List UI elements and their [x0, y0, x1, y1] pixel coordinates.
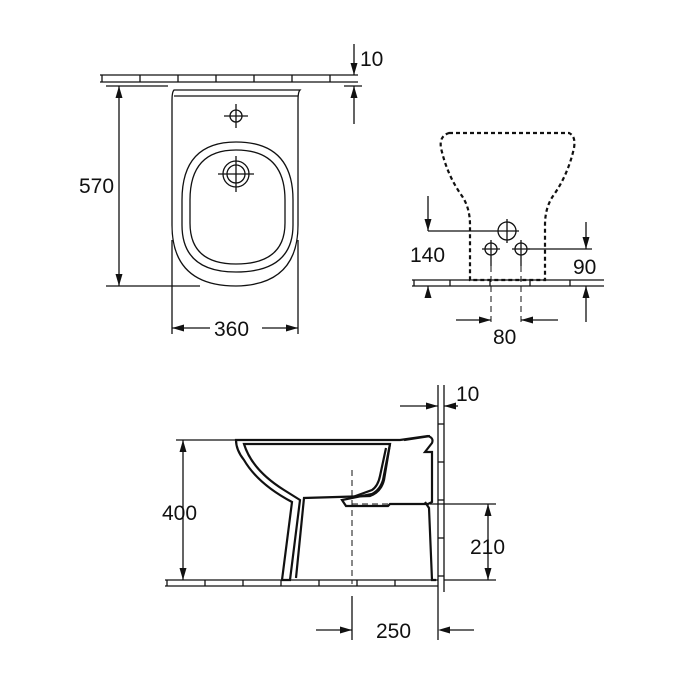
- side-wall-gap-dimension: 10: [400, 383, 479, 410]
- rear-view-floor: [412, 279, 604, 287]
- top-depth-dimension: 570: [79, 85, 200, 287]
- side-outlet-distance-label: 250: [376, 620, 411, 643]
- rear-inlet-height-label: 140: [410, 244, 445, 267]
- top-wall-gap-label: 10: [360, 48, 383, 71]
- tap-hole-icon: [224, 104, 248, 128]
- rear-outlet-left-icon: [482, 240, 500, 266]
- top-width-dimension: 360: [171, 240, 299, 341]
- rear-outlet-height-label: 90: [573, 256, 596, 279]
- side-height-dimension: 400: [162, 439, 236, 580]
- rear-view: 140 90 80: [410, 131, 604, 349]
- top-view-basin: [181, 141, 294, 273]
- side-outlet-height-dimension: 210: [430, 503, 505, 581]
- side-view: 10 400 210 250: [162, 383, 505, 643]
- rear-inlet-height-dimension: 140: [410, 196, 495, 298]
- rear-outlet-height-dimension: 90: [528, 222, 596, 322]
- rear-spacing-label: 80: [493, 326, 516, 349]
- side-wall-gap-label: 10: [456, 383, 479, 406]
- top-view: 570 360 10: [79, 44, 383, 341]
- top-view-wall: [100, 74, 358, 83]
- top-width-label: 360: [214, 318, 249, 341]
- drain-icon: [218, 156, 254, 192]
- side-view-bidet-profile: [234, 434, 434, 582]
- side-view-wall: [437, 385, 445, 592]
- top-depth-label: 570: [79, 175, 114, 198]
- rear-inlet-icon: [495, 219, 519, 243]
- rear-outlet-right-icon: [512, 240, 530, 266]
- rear-view-outline: [439, 131, 576, 282]
- side-outlet-distance-dimension: 250: [316, 592, 474, 643]
- side-view-floor: [165, 579, 438, 587]
- top-view-bowl-outline: [171, 89, 302, 287]
- top-wall-gap-dimension: 10: [344, 44, 383, 124]
- rear-spacing-dimension: 80: [456, 316, 558, 349]
- side-height-label: 400: [162, 502, 197, 525]
- side-outlet-height-label: 210: [470, 536, 505, 559]
